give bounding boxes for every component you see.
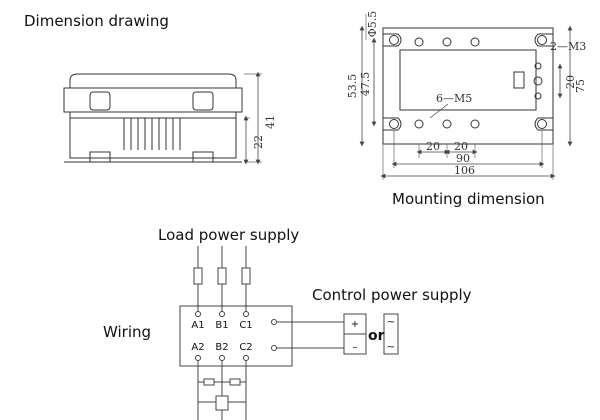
terminal-c1: C1: [239, 320, 252, 331]
dimension-drawing-heading: Dimension drawing: [24, 12, 169, 30]
dim-height-total: 41: [264, 115, 277, 129]
ac-bottom-label: ~: [387, 342, 395, 353]
dim-height-inner: 47.5: [359, 72, 372, 97]
terminal-a2: A2: [191, 342, 204, 353]
ac-top-label: ~: [387, 317, 395, 328]
dim-height-base: 22: [252, 135, 265, 149]
wiring-heading: Wiring: [103, 323, 152, 341]
dim-width-total: 106: [454, 164, 475, 177]
terminal-b2: B2: [215, 342, 228, 353]
load-power-supply-heading: Load power supply: [158, 226, 300, 244]
dim-small-right: 20: [564, 75, 577, 89]
dim-screw-6m5: 6—M5: [436, 92, 472, 105]
wiring-diagram: [179, 246, 399, 420]
terminal-c2: C2: [239, 342, 252, 353]
dim-screw-2m3: 2—M3: [550, 40, 586, 53]
terminal-a1: A1: [191, 320, 204, 331]
dim-height-outer: 53.5: [346, 74, 359, 99]
mounting-dimension-heading: Mounting dimension: [392, 190, 545, 208]
dim-pitch-left: 20: [426, 140, 440, 153]
dim-height-right: 75: [574, 79, 587, 93]
side-view-drawing: [63, 71, 262, 165]
dim-width-holes: 90: [456, 152, 470, 165]
dc-minus-label: –: [353, 342, 358, 353]
terminal-b1: B1: [215, 320, 228, 331]
control-power-supply-heading: Control power supply: [312, 286, 472, 304]
dim-hole-diameter: Φ5.5: [366, 11, 379, 38]
dim-pitch-right: 20: [454, 140, 468, 153]
or-label: or: [368, 328, 385, 344]
dc-plus-label: +: [351, 319, 359, 330]
heatsink-fins: [123, 118, 181, 150]
mounting-view-drawing: [359, 14, 573, 180]
